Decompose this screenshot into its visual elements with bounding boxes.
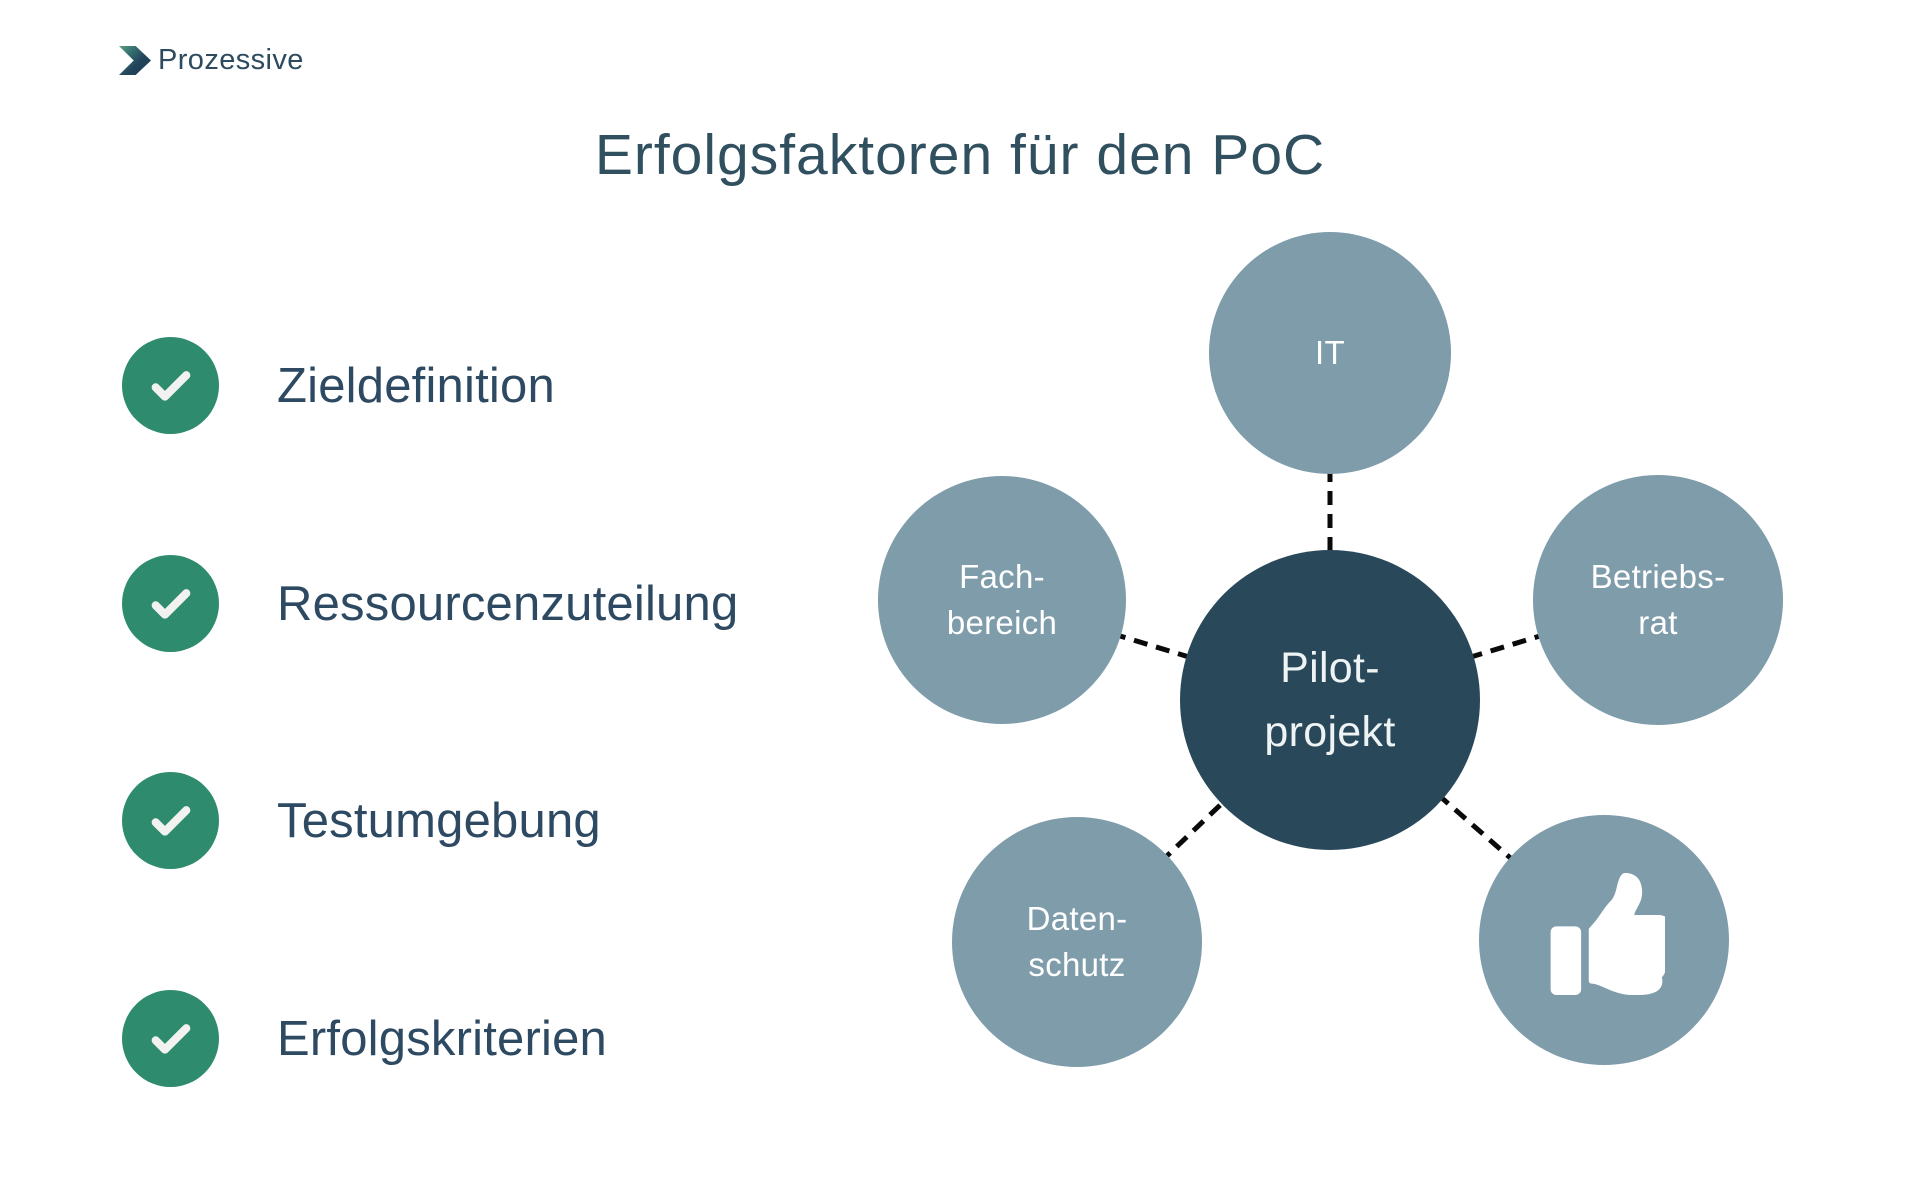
node-label: Daten-	[1026, 900, 1128, 938]
node-label: projekt	[1264, 708, 1396, 756]
page-title: Erfolgsfaktoren für den PoC	[594, 123, 1326, 187]
chevron-arrow-icon	[119, 46, 151, 75]
logo: Prozessive	[119, 44, 304, 77]
node-label: schutz	[1028, 946, 1126, 983]
checklist-item: Ressourcenzuteilung	[122, 555, 738, 652]
check-icon	[122, 772, 219, 869]
checklist-item: Erfolgskriterien	[122, 990, 607, 1087]
check-icon	[122, 555, 219, 652]
diagram-node-pilotprojekt: Pilot- projekt	[1180, 550, 1480, 850]
node-label: rat	[1638, 604, 1678, 641]
logo-text: Prozessive	[158, 44, 304, 76]
diagram-node-fachbereich: Fach- bereich	[878, 476, 1126, 724]
checklist-item-label: Erfolgskriterien	[277, 1011, 607, 1066]
node-label: Pilot-	[1280, 643, 1380, 692]
check-icon	[122, 990, 219, 1087]
checklist-item-label: Zieldefinition	[277, 358, 555, 413]
checklist-item: Testumgebung	[122, 772, 601, 869]
diagram-node-betriebsrat: Betriebs- rat	[1533, 475, 1783, 725]
diagram-node-approval	[1479, 815, 1729, 1065]
diagram-node-it: IT	[1209, 232, 1451, 474]
checklist-item-label: Ressourcenzuteilung	[277, 576, 739, 631]
diagram-node-datenschutz: Daten- schutz	[952, 817, 1202, 1067]
checklist-item-label: Testumgebung	[277, 793, 601, 848]
node-label: bereich	[946, 604, 1058, 641]
node-label: IT	[1315, 334, 1345, 372]
checklist-item: Zieldefinition	[122, 337, 555, 434]
thumbs-up-icon	[1543, 873, 1673, 1007]
check-icon	[122, 337, 219, 434]
node-label: Betriebs-	[1590, 558, 1726, 596]
node-label: Fach-	[959, 558, 1045, 596]
